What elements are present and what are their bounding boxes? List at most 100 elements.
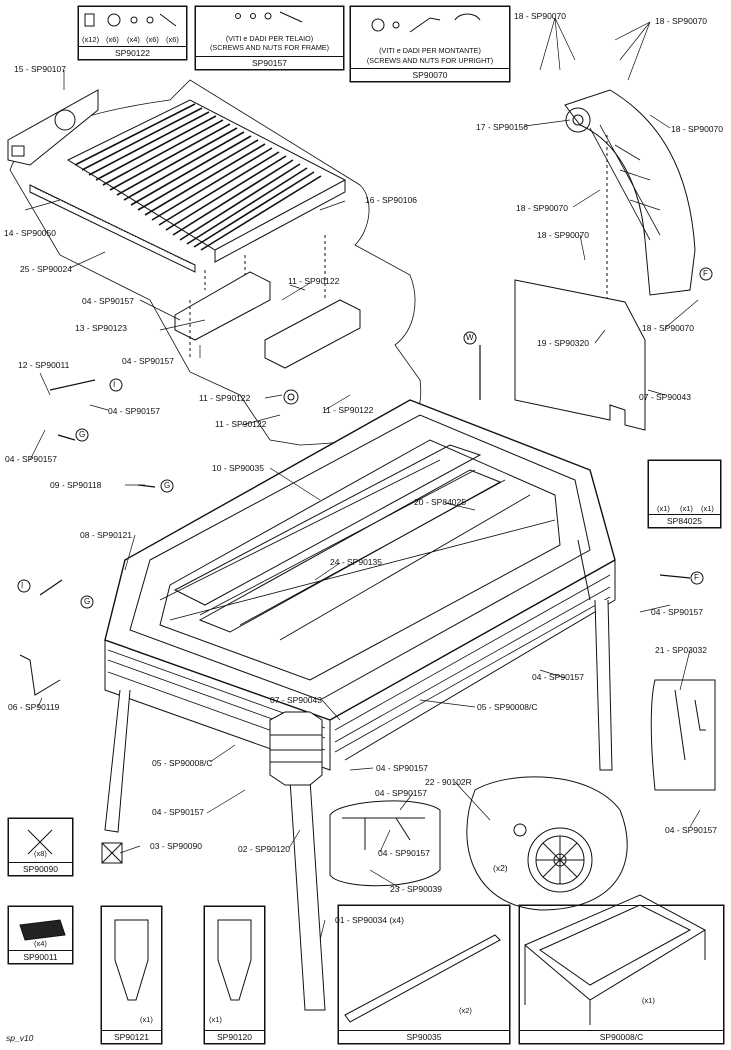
side-rail: [29, 184, 196, 273]
callout-23: 23 - SP90039: [390, 884, 442, 894]
kit-code: SP90070: [351, 68, 509, 81]
callout-12: 12 - SP90011: [18, 360, 70, 370]
part-qty: (x4): [34, 939, 47, 948]
wheel-assembly: [466, 776, 628, 911]
part-box-sp90008c: (x1) SP90008/C: [519, 905, 724, 1044]
kit-code: SP90122: [79, 46, 186, 59]
callout-24: 24 - SP90135: [330, 557, 382, 567]
callout-04-d: 04 - SP90157: [5, 454, 57, 464]
callout-04-j: 04 - SP90157: [651, 607, 703, 617]
marker-f-2: F: [703, 269, 708, 278]
callout-08: 08 - SP90121: [80, 530, 132, 540]
marker-i-1: I: [113, 380, 116, 389]
callout-19: 19 - SP90320: [537, 338, 589, 348]
callout-18-f: 18 - SP90070: [642, 323, 694, 333]
callout-09: 09 - SP90118: [50, 480, 102, 490]
kit-box-sp90122: (x12) (x6) (x4) (x6) (x6) SP90122: [78, 6, 187, 60]
part-box-sp90121: (x1) SP90121: [101, 906, 162, 1044]
callout-04-a: 04 - SP90157: [82, 296, 134, 306]
marker-f-1: F: [694, 573, 699, 582]
part-qty: (x1): [209, 1015, 222, 1024]
part-qty: (x8): [34, 849, 47, 858]
main-frame: [104, 399, 616, 771]
part-box-sp90120: (x1) SP90120: [204, 906, 265, 1044]
kit-qty-5: (x6): [166, 35, 179, 44]
kit-qty-2: (x1): [680, 504, 693, 513]
bolt-detail-outline: [329, 800, 441, 887]
callout-04-h: 04 - SP90157: [378, 848, 430, 858]
callout-04-i: 04 - SP90157: [532, 672, 584, 682]
marker-g-3: G: [84, 597, 91, 606]
part-box-sp90035: (x2) SP90035: [338, 905, 510, 1044]
callout-04-b: 04 - SP90157: [122, 356, 174, 366]
callout-22: 22 - 90102R: [425, 777, 472, 787]
callout-04-f: 04 - SP90157: [375, 788, 427, 798]
callout-04-c: 04 - SP90157: [108, 406, 160, 416]
callout-07-a: 07 - SP90043: [639, 392, 691, 402]
wheel-qty: (x2): [493, 863, 508, 873]
callout-16: 16 - SP90106: [365, 195, 417, 205]
kit-code: SP84025: [649, 514, 720, 527]
part-box-sp90090: (x8) SP90090: [8, 818, 73, 876]
leg-back-mid: [577, 539, 591, 601]
part-code: SP90090: [9, 862, 72, 875]
side-panel: [514, 279, 646, 431]
callout-04-e: 04 - SP90157: [376, 763, 428, 773]
callout-18-c: 18 - SP90070: [671, 124, 723, 134]
callout-20: 20 - SP84025: [414, 497, 466, 507]
callout-01: 01 - SP90034 (x4): [335, 915, 404, 925]
kit-box-sp90070: (VITI e DADI PER MONTANTE) (SCREWS AND N…: [350, 6, 510, 82]
kit-text-line-2: (SCREWS AND NUTS FOR FRAME): [210, 43, 329, 52]
callout-07-b: 07 - SP90043: [270, 695, 322, 705]
kit-text-line-1: (VITI e DADI PER TELAIO): [225, 34, 314, 43]
callout-06: 06 - SP90119: [8, 702, 60, 712]
callout-14: 14 - SP90050: [4, 228, 56, 238]
part-qty: (x2): [459, 1006, 472, 1015]
part-box-sp90011: (x4) SP90011: [8, 906, 73, 964]
kit-code: SP90157: [196, 56, 343, 69]
marker-g-2: G: [164, 481, 171, 490]
tool-kit-outline: [650, 679, 716, 791]
callout-18-b: 18 - SP90070: [655, 16, 707, 26]
part-qty: (x1): [140, 1015, 153, 1024]
callout-18-e: 18 - SP90070: [537, 230, 589, 240]
kit-qty-1: (x1): [657, 504, 670, 513]
leg-front-left: [104, 689, 131, 833]
callout-10: 10 - SP90035: [212, 463, 264, 473]
callout-13: 13 - SP90123: [75, 323, 127, 333]
guide-detail-box: [7, 89, 99, 166]
kit-qty-4: (x6): [146, 35, 159, 44]
marker-g-1: G: [79, 430, 86, 439]
bracket-right: [264, 299, 361, 369]
callout-02: 02 - SP90120: [238, 844, 290, 854]
callout-04-g: 04 - SP90157: [152, 807, 204, 817]
leg-back-right: [594, 599, 613, 771]
callout-18-a: 18 - SP90070: [514, 11, 566, 21]
rod-06: [19, 654, 61, 696]
kit-qty-3: (x4): [127, 35, 140, 44]
part-qty: (x1): [642, 996, 655, 1005]
callout-11-b: 11 - SP90122: [199, 393, 251, 403]
part-code: SP90120: [205, 1030, 264, 1043]
kit-box-sp84025: (x1) (x1) (x1) SP84025: [648, 460, 721, 528]
callout-21: 21 - SP03032: [655, 645, 707, 655]
marker-w: W: [466, 333, 474, 342]
callout-05-a: 05 - SP90008/C: [152, 758, 213, 768]
callout-11-d: 11 - SP90122: [322, 405, 374, 415]
kit-qty-2: (x6): [106, 35, 119, 44]
callout-11-c: 11 - SP90122: [215, 419, 267, 429]
callout-11-a: 11 - SP90122: [288, 276, 340, 286]
kit-text-line-2: (SCREWS AND NUTS FOR UPRIGHT): [366, 56, 494, 65]
kit-qty-1: (x12): [82, 35, 100, 44]
callout-15: 15 - SP90107: [14, 64, 66, 74]
callout-25: 25 - SP90024: [20, 264, 72, 274]
upright-pillar: [564, 89, 696, 296]
callout-17: 17 - SP90156: [476, 122, 528, 132]
corner-hub: [269, 711, 323, 786]
bracket-left: [174, 271, 271, 341]
callout-04-k: 04 - SP90157: [665, 825, 717, 835]
part-code: SP90011: [9, 950, 72, 963]
part-code: SP90008/C: [520, 1030, 723, 1043]
kit-qty-3: (x1): [701, 504, 714, 513]
